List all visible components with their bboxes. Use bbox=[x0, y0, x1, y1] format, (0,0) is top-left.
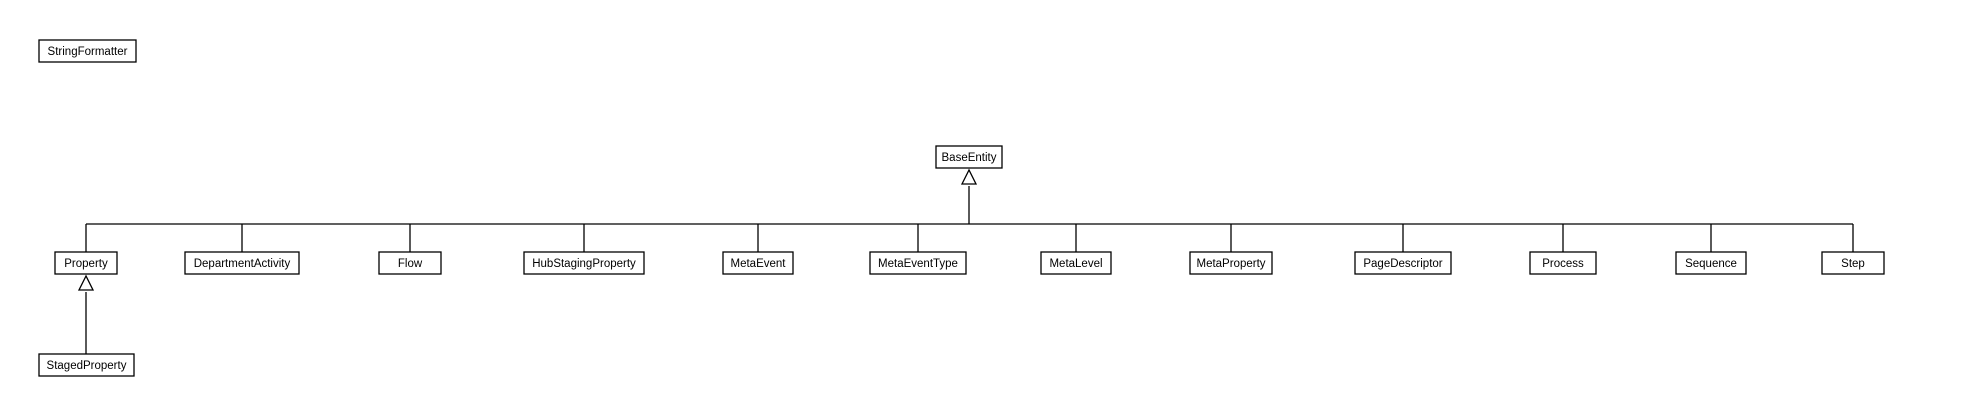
class-label-process: Process bbox=[1542, 258, 1584, 270]
class-label-metaevent: MetaEvent bbox=[731, 258, 787, 270]
class-label-hubstagingproperty: HubStagingProperty bbox=[532, 258, 636, 270]
class-label-metalevel: MetaLevel bbox=[1049, 258, 1102, 270]
generalization-edge-stagedproperty bbox=[77, 274, 95, 354]
class-box-baseentity[interactable]: BaseEntity bbox=[935, 145, 1003, 169]
class-box-departmentactivity[interactable]: DepartmentActivity bbox=[184, 251, 300, 275]
class-box-sequence[interactable]: Sequence bbox=[1675, 251, 1747, 275]
generalization-edges bbox=[85, 168, 1854, 252]
class-label-metaproperty: MetaProperty bbox=[1196, 258, 1265, 270]
class-label-flow: Flow bbox=[398, 258, 423, 270]
class-label-property: Property bbox=[64, 258, 108, 270]
class-box-hubstagingproperty[interactable]: HubStagingProperty bbox=[523, 251, 645, 275]
class-box-flow[interactable]: Flow bbox=[378, 251, 442, 275]
class-box-process[interactable]: Process bbox=[1529, 251, 1597, 275]
class-box-pagedescriptor[interactable]: PageDescriptor bbox=[1354, 251, 1452, 275]
class-box-metaproperty[interactable]: MetaProperty bbox=[1189, 251, 1273, 275]
class-box-stringformatter[interactable]: StringFormatter bbox=[38, 39, 137, 63]
class-box-property[interactable]: Property bbox=[54, 251, 118, 275]
class-box-stagedproperty[interactable]: StagedProperty bbox=[38, 353, 135, 377]
class-label-metaeventtype: MetaEventType bbox=[878, 258, 958, 270]
class-label-stringformatter: StringFormatter bbox=[48, 46, 128, 58]
class-box-metaevent[interactable]: MetaEvent bbox=[722, 251, 794, 275]
class-label-pagedescriptor: PageDescriptor bbox=[1363, 258, 1442, 270]
class-label-baseentity: BaseEntity bbox=[942, 152, 997, 164]
class-box-step[interactable]: Step bbox=[1821, 251, 1885, 275]
class-label-departmentactivity: DepartmentActivity bbox=[194, 258, 291, 270]
class-label-sequence: Sequence bbox=[1685, 258, 1737, 270]
generalization-arrowhead-property bbox=[77, 274, 95, 291]
class-label-step: Step bbox=[1841, 258, 1865, 270]
class-label-stagedproperty: StagedProperty bbox=[47, 360, 127, 372]
generalization-arrowhead-baseentity bbox=[960, 168, 978, 185]
class-box-metaeventtype[interactable]: MetaEventType bbox=[869, 251, 967, 275]
class-box-metalevel[interactable]: MetaLevel bbox=[1040, 251, 1112, 275]
